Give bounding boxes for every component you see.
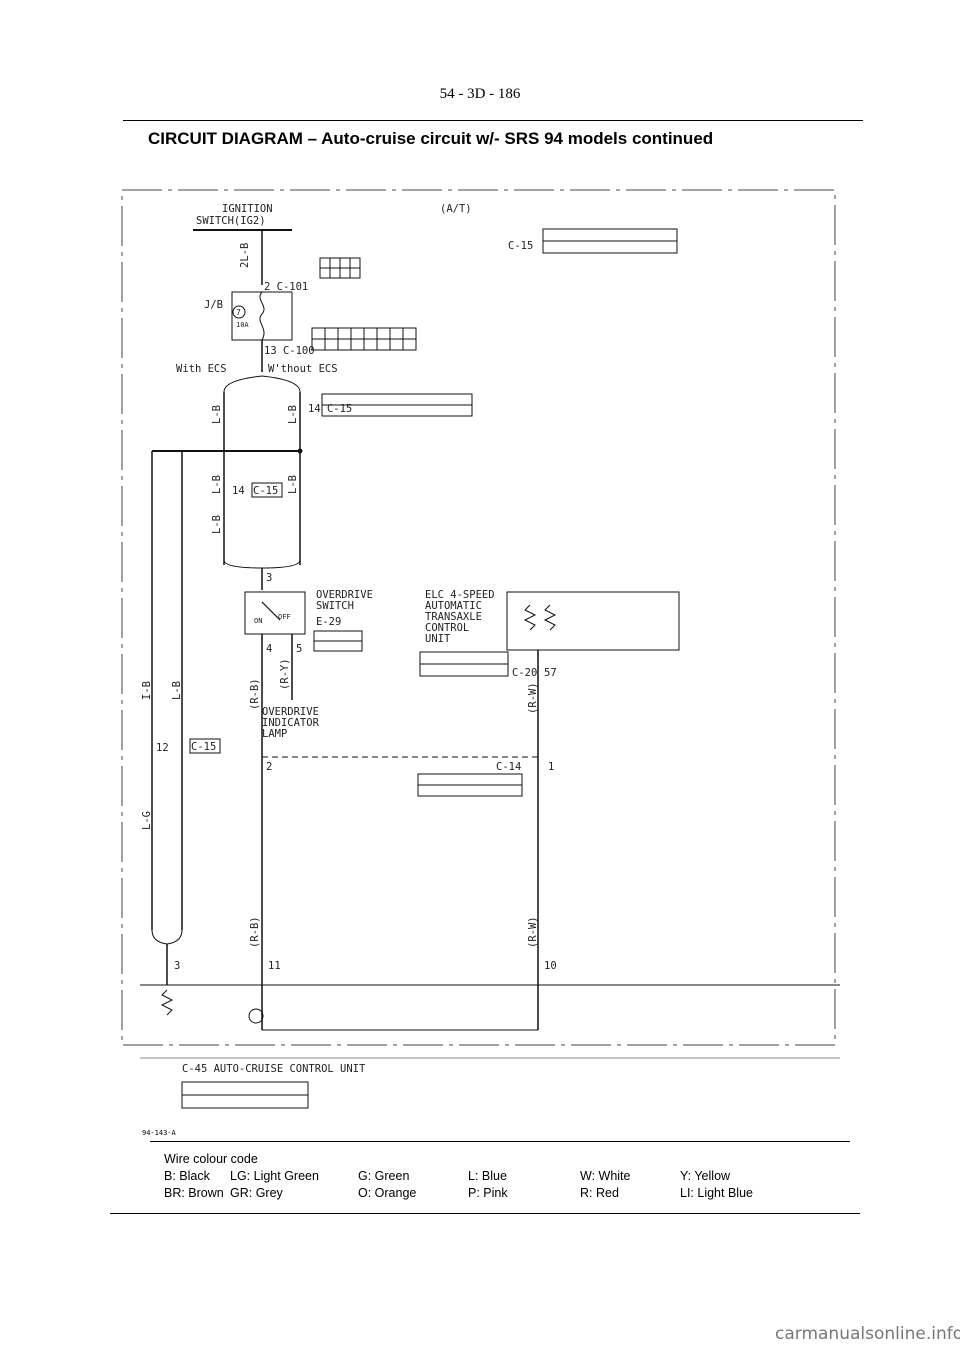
- wire-rw-label: (R-W): [527, 682, 539, 714]
- jb-box: [231, 291, 293, 341]
- pin-11: 11: [268, 960, 281, 972]
- overdrive-switch-label-1: OVERDRIVE: [316, 589, 373, 601]
- diagram-frame: [121, 189, 836, 1046]
- header-rule: [123, 120, 863, 121]
- pin-12: 12: [156, 742, 169, 754]
- at-label: (A/T): [440, 203, 472, 215]
- c15-label-mid: C-15: [253, 485, 278, 497]
- indicator-label-1: OVERDRIVE: [262, 706, 319, 718]
- page-number: 54 - 3D - 186: [439, 86, 521, 102]
- c14-connector-icon: [417, 773, 523, 797]
- overdrive-switch-id: E-29: [316, 616, 341, 628]
- c45-transistor-icon: [248, 1008, 264, 1024]
- legend-top-rule: [150, 1141, 850, 1142]
- ecu-label-5: UNIT: [425, 633, 451, 645]
- switch-off-label: OFF: [278, 613, 291, 621]
- c45-resistor-icon: [160, 989, 174, 1016]
- wire-lb2-label: L-B: [287, 405, 299, 424]
- fuse-rating: 10A: [236, 321, 249, 329]
- wire-lb-label: L-B: [211, 405, 223, 424]
- pin-1: 1: [548, 761, 554, 773]
- legend-entry: Y: Yellow: [680, 1169, 731, 1183]
- legend-entry: LG: Light Green: [230, 1169, 319, 1183]
- pin-14: 14: [232, 485, 245, 497]
- c14-label: C-14: [496, 761, 521, 773]
- ecu-resistor-icon: [523, 604, 557, 631]
- c100-label: 13 C-100: [264, 345, 315, 357]
- ecu-box: [506, 591, 680, 651]
- wire-lb3-label: L-B: [211, 475, 223, 494]
- pin-4: 4: [266, 643, 272, 655]
- indicator-label-3: LAMP: [262, 728, 287, 740]
- wire-ry-label: (R-Y): [279, 658, 291, 690]
- ignition-label-2: SWITCH(IG2): [196, 215, 266, 227]
- c101-connector-icon: [319, 257, 361, 279]
- fuse-element: [259, 291, 265, 341]
- pin-57: 57: [544, 667, 557, 679]
- pin-5: 5: [296, 643, 302, 655]
- ignition-label-1: IGNITION: [222, 203, 273, 215]
- legend-entry: R: Red: [580, 1186, 619, 1200]
- overdrive-switch-icon: [261, 601, 281, 621]
- overdrive-switch-box: [244, 591, 306, 635]
- legend-entry: GR: Grey: [230, 1186, 283, 1200]
- c45-label: C-45 AUTO-CRUISE CONTROL UNIT: [182, 1063, 366, 1075]
- wire-2lb-label: 2L-B: [239, 243, 251, 268]
- ecu-label-4: CONTROL: [425, 622, 469, 634]
- wire-lb5-label: L-B: [211, 515, 223, 534]
- wire-lb4-label: L-B: [287, 475, 299, 494]
- indicator-label-2: INDICATOR: [262, 717, 320, 729]
- page-title: CIRCUIT DIAGRAM – Auto-cruise circuit w/…: [148, 129, 714, 148]
- ecu-label-3: TRANSAXLE: [425, 611, 482, 623]
- wire-rb2-label: (R-B): [249, 916, 261, 948]
- ecu-label-1: ELC 4-SPEED: [425, 589, 495, 601]
- overdrive-switch-label-2: SWITCH: [316, 600, 354, 612]
- wire-rw2-label: (R-W): [527, 916, 539, 948]
- legend-entry: L: Blue: [468, 1169, 507, 1183]
- c15-label-top: C-15: [508, 240, 533, 252]
- c15-mid-connector-icon: [321, 393, 473, 417]
- pin-3-bottom: 3: [174, 960, 180, 972]
- legend-entry: B: Black: [164, 1169, 210, 1183]
- c20-connector-icon: [419, 651, 509, 677]
- legend-bottom-rule: [110, 1213, 860, 1214]
- wire-ib-label: I-B: [141, 681, 153, 700]
- legend-entry: LI: Light Blue: [680, 1186, 753, 1200]
- fuse-icon: [232, 305, 246, 319]
- legend-entry: G: Green: [358, 1169, 410, 1183]
- pin-2: 2: [266, 761, 272, 773]
- e29-connector-icon: [313, 630, 363, 652]
- ecs-split: [223, 375, 301, 393]
- legend-entry: P: Pink: [468, 1186, 508, 1200]
- wire-lg-label: L-G: [141, 811, 153, 830]
- footer-watermark: carmanualsonline.info: [775, 1324, 960, 1344]
- legend-title: Wire colour code: [164, 1152, 258, 1166]
- pin-10: 10: [544, 960, 557, 972]
- pin-3-top: 3: [266, 572, 272, 584]
- c100-connector-icon: [311, 327, 417, 351]
- legend-entry: BR: Brown: [164, 1186, 224, 1200]
- wire-rb-label: (R-B): [249, 678, 261, 710]
- c101-label: 2 C-101: [264, 281, 308, 293]
- ecu-label-2: AUTOMATIC: [425, 600, 482, 612]
- c45-connector-icon: [181, 1081, 309, 1109]
- c20-label: C-20: [512, 667, 537, 679]
- with-ecs-label: With ECS: [176, 363, 227, 375]
- jb-label: J/B: [204, 299, 223, 311]
- switch-on-label: ON: [254, 617, 262, 625]
- figure-code: 94-143-A: [142, 1129, 176, 1137]
- without-ecs-label: W'thout ECS: [268, 363, 338, 375]
- wire-lb6-label: L-B: [171, 681, 183, 700]
- c15-14-label: 14 C-15: [308, 403, 352, 415]
- c15-connector-icon: [542, 228, 678, 254]
- legend-entry: O: Orange: [358, 1186, 417, 1200]
- c15-label-low: C-15: [191, 741, 216, 753]
- fuse-number: 7: [236, 308, 241, 317]
- legend-entry: W: White: [580, 1169, 631, 1183]
